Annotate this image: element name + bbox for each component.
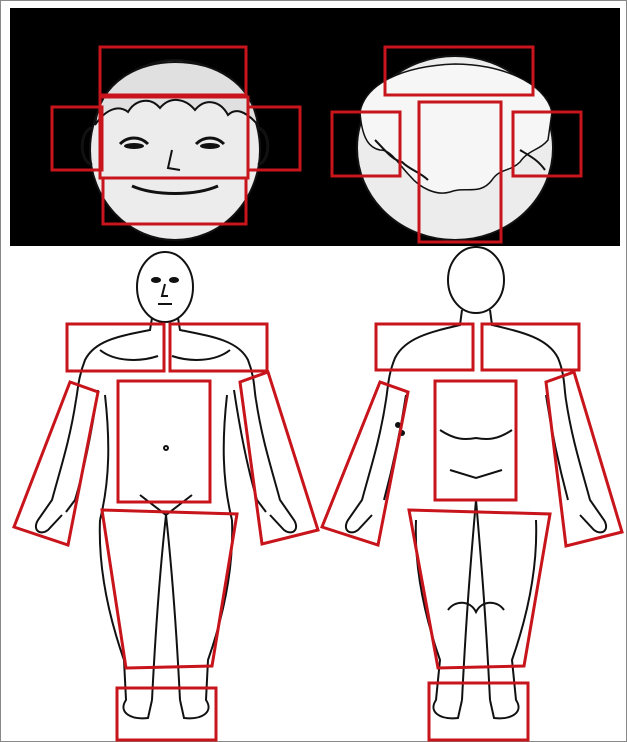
head-views-panel [10, 8, 620, 246]
body-panel-background [10, 248, 620, 740]
body-views-panel [10, 247, 622, 740]
